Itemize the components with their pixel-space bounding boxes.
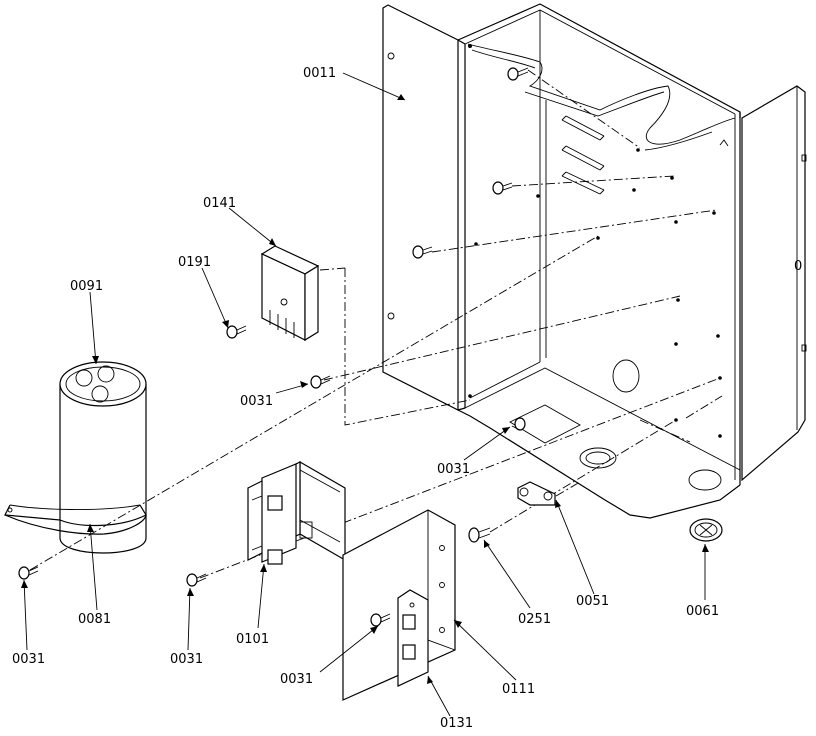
contactor-component [247, 460, 346, 565]
callout-0191: 0191 [178, 255, 211, 270]
screw-icon [370, 613, 391, 627]
hole-plug [689, 518, 723, 542]
screw-icon [18, 566, 39, 580]
screw-icon [511, 417, 526, 431]
cabinet-housing: 0 [382, 3, 807, 519]
callout-0031: 0031 [437, 462, 470, 477]
capacitor-component [59, 361, 147, 554]
callout-0111: 0111 [502, 682, 535, 697]
callout-0061: 0061 [686, 604, 719, 619]
svg-text:0: 0 [794, 259, 802, 274]
callout-0091: 0091 [70, 279, 103, 294]
callout-0141: 0141 [203, 196, 236, 211]
leader-lines [21, 72, 709, 717]
callout-labels: 0011 0141 0191 0091 0031 0031 0081 0031 … [12, 66, 719, 731]
screw-icon [492, 181, 513, 195]
callout-0131: 0131 [440, 716, 473, 731]
screw-icon [412, 245, 433, 259]
callout-0031: 0031 [240, 394, 273, 409]
assembly-lines [29, 69, 723, 579]
terminal-block [397, 589, 429, 687]
callout-0031: 0031 [12, 652, 45, 667]
screw-icon [507, 67, 529, 81]
screw-icon [468, 527, 491, 543]
capacitor-strap [4, 504, 147, 535]
screw-icon [226, 325, 247, 339]
callout-0031: 0031 [280, 672, 313, 687]
cable-clamp [517, 481, 556, 506]
callout-0251: 0251 [518, 612, 551, 627]
screw-icon [310, 375, 331, 389]
callout-0051: 0051 [576, 594, 609, 609]
screw-icon [186, 573, 207, 587]
callout-0011: 0011 [303, 66, 336, 81]
callout-0031: 0031 [170, 652, 203, 667]
callout-0101: 0101 [236, 632, 269, 647]
relay-component [260, 245, 320, 342]
callout-0081: 0081 [78, 612, 111, 627]
